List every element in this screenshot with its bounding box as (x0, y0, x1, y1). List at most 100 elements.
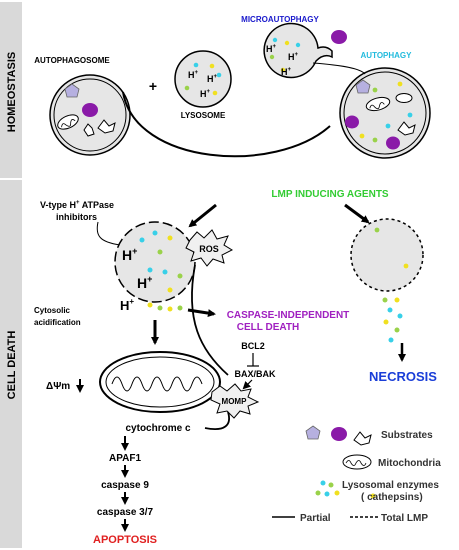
enzyme-dot (147, 267, 153, 273)
enzyme-dot (269, 54, 275, 60)
h-plus-ion: H+ (200, 89, 211, 99)
microautophagy-label: MICROAUTOPHAGY (241, 15, 319, 24)
legend-enzyme-dot (324, 491, 330, 497)
cell-death-label: CELL DEATH (6, 331, 18, 400)
h-plus-ion: H+ (281, 67, 292, 77)
plus-sign: + (149, 78, 157, 94)
enzyme-dot (212, 90, 218, 96)
released-enzymes-necrosis (382, 297, 403, 343)
enzyme-dot (403, 263, 409, 269)
microautophagy-lysosome: H+ H+ H+ (263, 22, 333, 79)
enzyme-dot (167, 287, 173, 293)
enzyme-dot (397, 81, 403, 87)
substrate-oval-icon (82, 103, 98, 117)
homeostasis-label: HOMEOSTASIS (6, 52, 18, 132)
enzyme-dot (162, 269, 168, 275)
lmp-agents-label: LMP INDUCING AGENTS (271, 189, 389, 200)
h-plus-ion: H+ (188, 70, 199, 80)
legend-enzyme-dot (320, 480, 326, 486)
apoptosis-label: APOPTOSIS (93, 534, 157, 546)
enzyme-dot (372, 87, 378, 93)
enzyme-dot (284, 40, 290, 46)
autophagosome (49, 74, 131, 156)
autophagy-label: AUTOPHAGY (361, 51, 413, 60)
mitochondrion-icon (365, 96, 391, 112)
h-plus-ion: H+ (137, 274, 152, 291)
h-plus-ion: H+ (122, 246, 137, 263)
h-plus-ion: H+ (266, 44, 277, 54)
cytochrome-label: cytochrome c (125, 423, 190, 434)
apaf1-label: APAF1 (109, 453, 141, 464)
enzyme-dot (209, 63, 215, 69)
bax-bak-label: BAX/BAK (234, 369, 276, 379)
enzyme-dot (193, 62, 199, 68)
legend-enzymes: Lysosomal enzymes (342, 480, 439, 491)
enzyme-dot (372, 137, 378, 143)
enzyme-dot (359, 133, 365, 139)
enzyme-dot (295, 42, 301, 48)
protein-aggregate-icon (83, 123, 95, 137)
enzyme-dot (167, 235, 173, 241)
caspase37-label: caspase 3/7 (97, 507, 154, 518)
released-enzymes-cytosol (147, 302, 183, 312)
legend-aggregate-icon (353, 431, 372, 446)
bax-momp-arrow (242, 379, 253, 390)
enzyme-dot (280, 67, 286, 73)
h-plus-ion: H+ (207, 74, 218, 84)
enzyme-dot (385, 123, 391, 129)
legend-enzyme-dot (315, 490, 321, 496)
autophagosome-label: AUTOPHAGOSOME (34, 56, 110, 65)
cytosolic-label: Cytosolic (34, 306, 71, 315)
vtype-label: V-type H+ ATPase (40, 200, 114, 210)
legend-mitochondrion-icon (342, 454, 372, 470)
caspase-indep-label-line2: CELL DEATH (237, 322, 299, 333)
fusion-connector (122, 91, 331, 158)
enzyme-dot (272, 37, 278, 43)
substrate-oval-icon (345, 115, 359, 129)
protein-aggregate-icon (397, 121, 416, 136)
h-plus-ion: H+ (288, 52, 299, 62)
lysosome-label: LYSOSOME (181, 111, 226, 120)
enzyme-dot (374, 227, 380, 233)
legend-substrates: Substrates (381, 430, 433, 441)
autolysosome (339, 67, 431, 159)
enzyme-dot (216, 72, 222, 78)
momp-label: MOMP (222, 397, 248, 406)
bcl2-label: BCL2 (241, 341, 265, 351)
cell-death-band (0, 180, 22, 548)
mitochondrion-icon (57, 114, 79, 130)
cytosolic-label-line2: acidification (34, 318, 81, 327)
legend-cathepsins: ( cathepsins) (361, 492, 423, 503)
lmp-arrow-total (344, 203, 370, 224)
enzyme-dot (407, 112, 413, 118)
enzyme-dot (139, 237, 145, 243)
vtype-label-line2: inhibitors (56, 212, 97, 222)
necrosis-label: NECROSIS (369, 369, 437, 384)
legend-cathepsin-dot (370, 493, 376, 499)
legend-enzyme-dot (328, 482, 334, 488)
enzyme-dot (177, 273, 183, 279)
legend-mitochondria: Mitochondria (378, 458, 441, 469)
caspase-indep-label: CASPASE-INDEPENDENT (227, 310, 350, 321)
lysosome-total-lmp (350, 218, 424, 292)
legend-pentagon-icon (305, 425, 321, 440)
mitochondrion-icon (395, 93, 413, 103)
ros-burst: ROS (185, 229, 234, 267)
enzyme-dot (152, 230, 158, 236)
legend-partial: Partial (300, 513, 331, 524)
homeostasis-band (0, 2, 22, 178)
lysosome-partial-lmp: H+ H+ (114, 221, 196, 303)
delta-psi-label: ΔΨm (46, 381, 70, 392)
lysosome: H+ H+ H+ (174, 50, 232, 108)
enzyme-dot (184, 85, 190, 91)
substrate-oval-icon (386, 136, 400, 150)
legend-total: Total LMP (381, 513, 428, 524)
caspase9-label: caspase 9 (101, 480, 149, 491)
momp-burst: MOMP (210, 383, 260, 419)
ros-label: ROS (199, 244, 219, 254)
lysosome-momp-connector (191, 264, 229, 376)
legend-enzyme-dot (334, 490, 340, 496)
h-plus-cytosol: H+ (120, 297, 134, 313)
